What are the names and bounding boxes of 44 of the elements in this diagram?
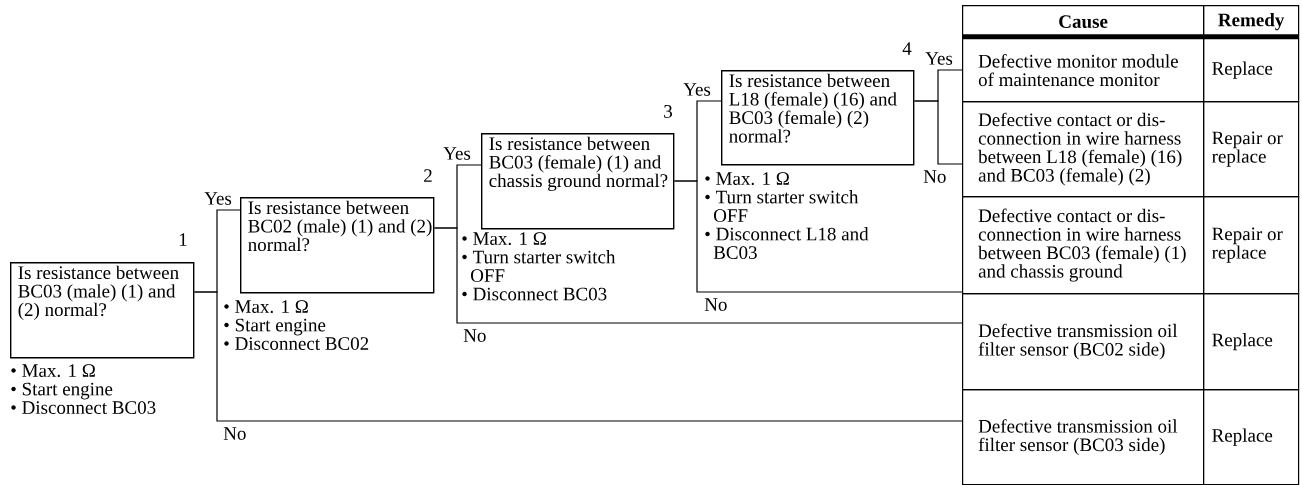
- step-number: 2: [424, 169, 432, 182]
- step-number: 4: [902, 42, 912, 55]
- cause-cell: Defective transmission oil filter sensor (BC03 side): [962, 389, 1205, 485]
- remedy-cell: Replace: [1203, 38, 1300, 103]
- edge-label: No: [703, 297, 729, 312]
- check-note: • Start engine: [224, 318, 326, 336]
- check-note: • Disconnect BC03: [462, 287, 607, 301]
- cause-cell: Defective contact or dis- connection in wire harness between L18 (female) (16) and BC03 (female) (2): [962, 101, 1205, 198]
- check-note: • Max. 1 Ω: [224, 300, 308, 314]
- edge-label: Yes: [924, 51, 954, 66]
- check-note: • Start engine: [11, 382, 113, 400]
- decision-box: Is resistance between BC03 (male) (1) and (2) normal?: [10, 262, 195, 359]
- remedy-cell: Replace: [1203, 389, 1300, 485]
- remedy-cell: Repair or replace: [1203, 196, 1300, 295]
- connector-line: [673, 180, 963, 293]
- check-note: • Turn starter switch OFF: [462, 250, 616, 282]
- connector-line: [913, 100, 963, 165]
- check-note: • Disconnect L18 and BC03: [705, 227, 869, 259]
- edge-label: No: [462, 328, 488, 343]
- check-note: • Max. 1 Ω: [11, 364, 95, 378]
- connector-line: [433, 227, 963, 324]
- edge-label: Yes: [442, 146, 472, 161]
- edge-label: No: [922, 169, 948, 184]
- header-cell: Remedy: [1203, 5, 1300, 39]
- remedy-cell: Repair or replace: [1203, 101, 1300, 198]
- cause-cell: Defective monitor module of maintenance monitor: [962, 38, 1205, 103]
- check-note: • Disconnect BC03: [11, 401, 156, 414]
- check-note: • Disconnect BC02: [224, 337, 369, 350]
- check-note: • Turn starter switch OFF: [705, 190, 859, 222]
- edge-label: Yes: [203, 191, 233, 206]
- header-cell: Cause: [962, 5, 1205, 39]
- decision-box: Is resistance between BC03 (female) (1) and chassis ground normal?: [481, 133, 675, 230]
- decision-box: Is resistance between L18 (female) (16) and BC03 (female) (2) normal?: [721, 70, 915, 166]
- remedy-cell: Replace: [1203, 293, 1300, 391]
- check-note: • Max. 1 Ω: [705, 172, 789, 186]
- connector-line: [193, 291, 963, 422]
- edge-label: Yes: [682, 82, 712, 97]
- edge-label: No: [222, 426, 248, 441]
- cause-cell: Defective contact or dis- connection in wire harness between BC03 (female) (1) and chassis ground: [962, 196, 1205, 295]
- step-number: 3: [664, 105, 672, 118]
- decision-box: Is resistance between BC02 (male) (1) and (2) normal?: [240, 197, 435, 294]
- check-note: • Max. 1 Ω: [462, 232, 546, 246]
- step-number: 1: [179, 233, 187, 246]
- cause-cell: Defective transmission oil filter sensor (BC02 side): [962, 293, 1205, 391]
